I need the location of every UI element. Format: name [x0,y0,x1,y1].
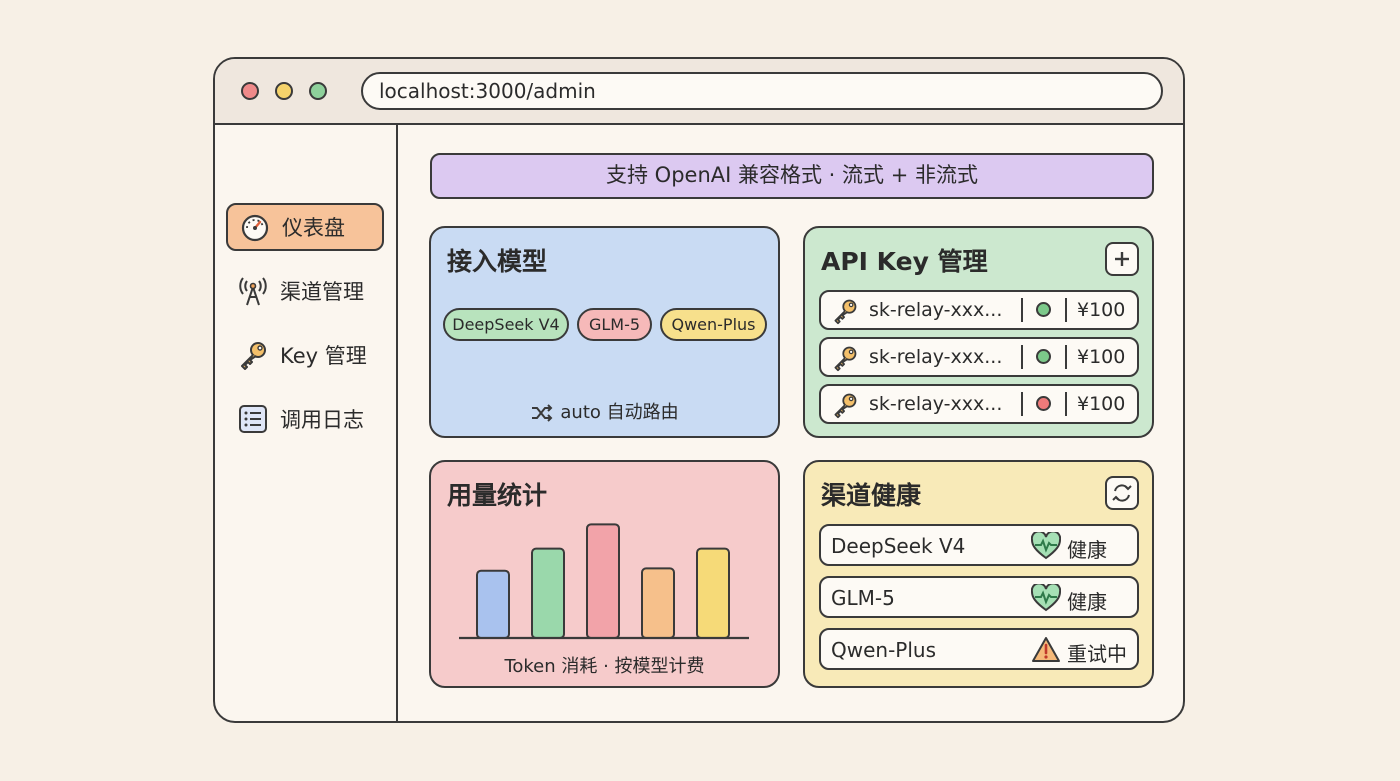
health-status: 健康 [1067,538,1107,562]
status-dot [1036,302,1051,317]
api-key-row[interactable]: sk-relay-xxx... ¥100 [819,337,1139,377]
address-bar[interactable]: localhost:3000/admin [361,72,1163,110]
key-icon [236,338,270,372]
api-key-text: sk-relay-xxx... [869,346,1003,368]
key-icon [834,393,857,419]
usage-bar [586,523,620,639]
speedometer-icon [238,210,272,244]
key-icon [834,299,857,325]
health-status: 重试中 [1067,642,1127,666]
minimize-window-button[interactable] [275,82,293,100]
sidebar-item-label: 调用日志 [280,408,364,432]
key-icon [834,346,857,372]
divider [1065,392,1067,416]
sidebar: 仪表盘 渠道管理 Key 管理 [215,125,398,721]
sidebar-item-keys[interactable]: Key 管理 [226,331,384,379]
divider [1065,298,1067,322]
auto-routing: auto 自动路由 [431,398,778,424]
status-dot [1036,396,1051,411]
model-pill[interactable]: Qwen-Plus [660,308,767,341]
divider [1021,298,1023,322]
models-card: 接入模型 DeepSeek V4 GLM-5 Qwen-Plus auto 自动… [429,226,780,438]
status-dot [1036,349,1051,364]
card-title: API Key 管理 [821,247,988,276]
key-balance: ¥100 [1077,393,1126,415]
maximize-window-button[interactable] [309,82,327,100]
divider [1021,392,1023,416]
key-balance: ¥100 [1077,299,1126,321]
channel-name: DeepSeek V4 [831,534,966,558]
usage-bar [476,569,510,639]
key-balance: ¥100 [1077,346,1126,368]
card-title: 接入模型 [447,247,548,276]
usage-bar-chart [459,523,749,640]
plus-icon [1115,252,1129,266]
health-status: 健康 [1067,590,1107,614]
channel-health-row[interactable]: Qwen-Plus 重试中 [819,628,1139,670]
sidebar-item-label: 渠道管理 [280,280,364,304]
divider [1021,345,1023,369]
routing-label: auto 自动路由 [560,402,679,423]
refresh-icon [1112,484,1132,502]
usage-card: 用量统计 Token 消耗 · 按模型计费 [429,460,780,688]
close-window-button[interactable] [241,82,259,100]
api-key-text: sk-relay-xxx... [869,299,1003,321]
warning-icon [1032,637,1060,662]
api-key-row[interactable]: sk-relay-xxx... ¥100 [819,384,1139,424]
refresh-button[interactable] [1105,476,1139,510]
usage-bar [531,547,565,639]
model-pill[interactable]: DeepSeek V4 [443,308,569,341]
usage-bar [696,547,730,639]
title-bar: localhost:3000/admin [215,59,1183,125]
divider [1065,345,1067,369]
sidebar-item-channels[interactable]: 渠道管理 [226,267,384,315]
sidebar-item-label: 仪表盘 [282,216,345,240]
add-key-button[interactable] [1105,242,1139,276]
sidebar-item-dashboard[interactable]: 仪表盘 [226,203,384,251]
api-key-row[interactable]: sk-relay-xxx... ¥100 [819,290,1139,330]
antenna-icon [236,274,270,308]
usage-bar [641,567,675,639]
sidebar-item-logs[interactable]: 调用日志 [226,395,384,443]
card-title: 用量统计 [447,481,548,510]
chart-caption: Token 消耗 · 按模型计费 [504,656,705,677]
api-key-text: sk-relay-xxx... [869,393,1003,415]
heartbeat-icon [1030,530,1062,560]
model-pill[interactable]: GLM-5 [577,308,652,341]
sidebar-item-label: Key 管理 [280,344,367,368]
channel-health-row[interactable]: DeepSeek V4 健康 [819,524,1139,566]
list-icon [236,402,270,436]
heartbeat-icon [1030,582,1062,612]
channel-health-row[interactable]: GLM-5 健康 [819,576,1139,618]
shuffle-icon [532,404,553,422]
card-title: 渠道健康 [821,481,922,510]
format-banner: 支持 OpenAI 兼容格式 · 流式 + 非流式 [430,153,1154,199]
channel-name: GLM-5 [831,586,895,610]
channel-name: Qwen-Plus [831,638,937,662]
channel-health-card: 渠道健康 DeepSeek V4 健康 GLM-5 健康 Qwen-Plus 重试中 [803,460,1154,688]
